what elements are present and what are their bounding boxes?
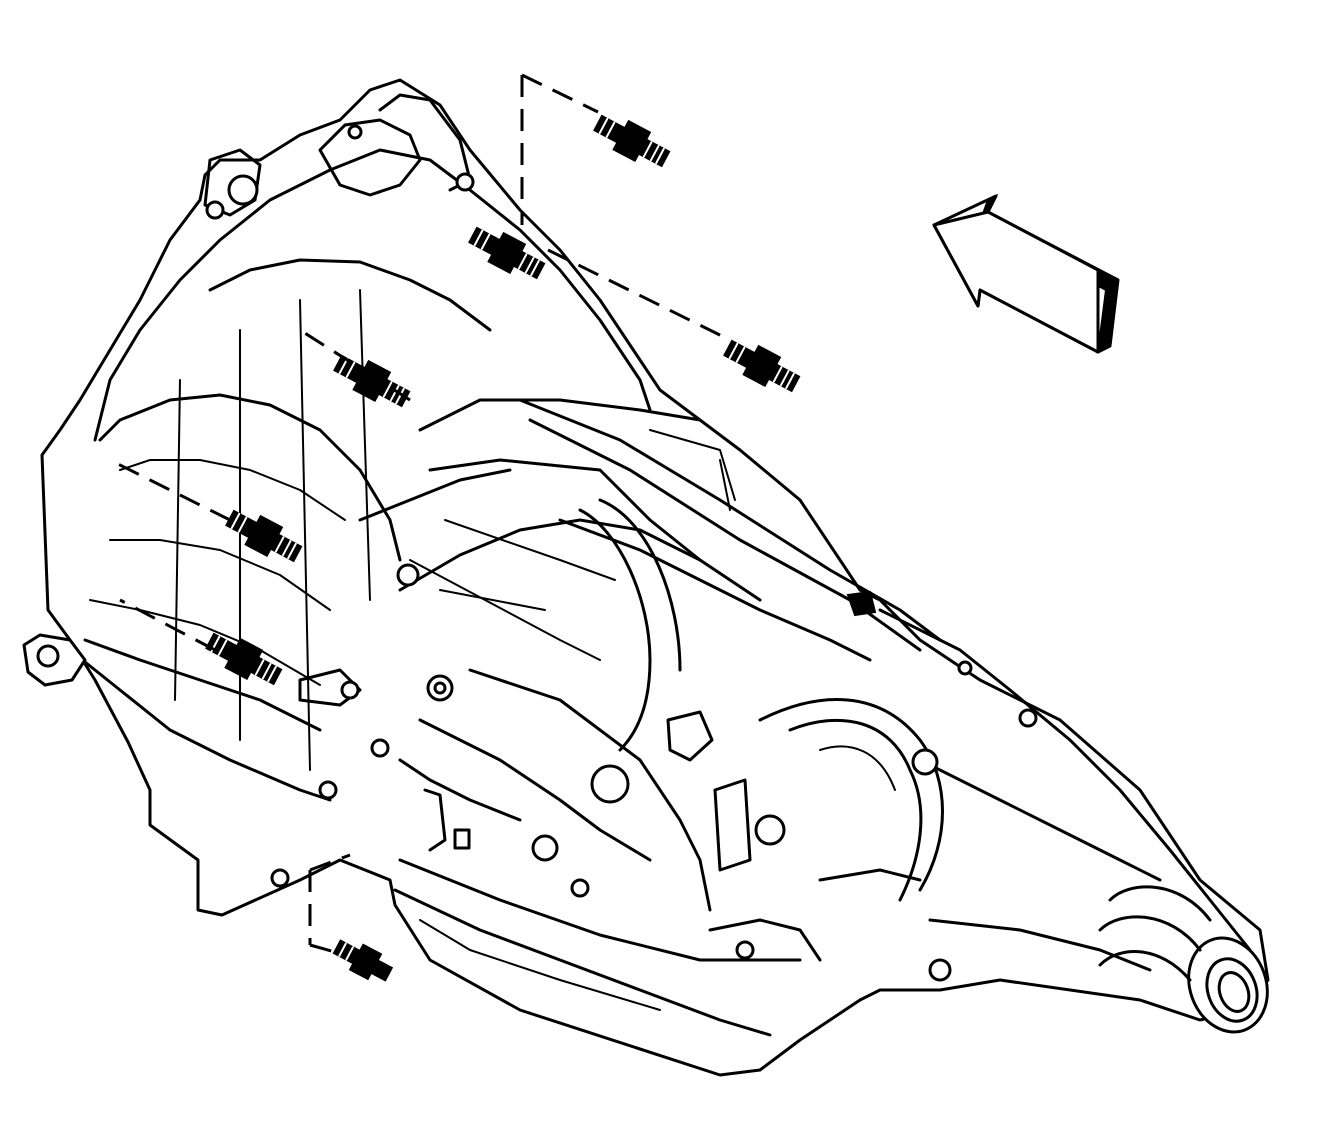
arrow-icon bbox=[932, 193, 1120, 354]
bolt-icon bbox=[723, 339, 801, 393]
bolt-icon bbox=[333, 354, 411, 408]
bolt-icon bbox=[225, 509, 303, 563]
bolt-7 bbox=[332, 939, 394, 982]
bolt-icon bbox=[205, 632, 283, 686]
bolt-4 bbox=[333, 354, 411, 408]
bolt-6 bbox=[205, 632, 283, 686]
bolt-3 bbox=[723, 339, 801, 393]
bolt-icon bbox=[593, 114, 671, 168]
leader-lines bbox=[109, 73, 731, 954]
bolt-icon bbox=[332, 939, 394, 982]
bellhousing bbox=[22, 78, 1270, 1077]
bolt-icon bbox=[468, 226, 546, 280]
bolt-5 bbox=[225, 509, 303, 563]
bolt-1 bbox=[593, 114, 671, 168]
transmission-case bbox=[270, 398, 1269, 1037]
bolt-2 bbox=[468, 226, 546, 280]
